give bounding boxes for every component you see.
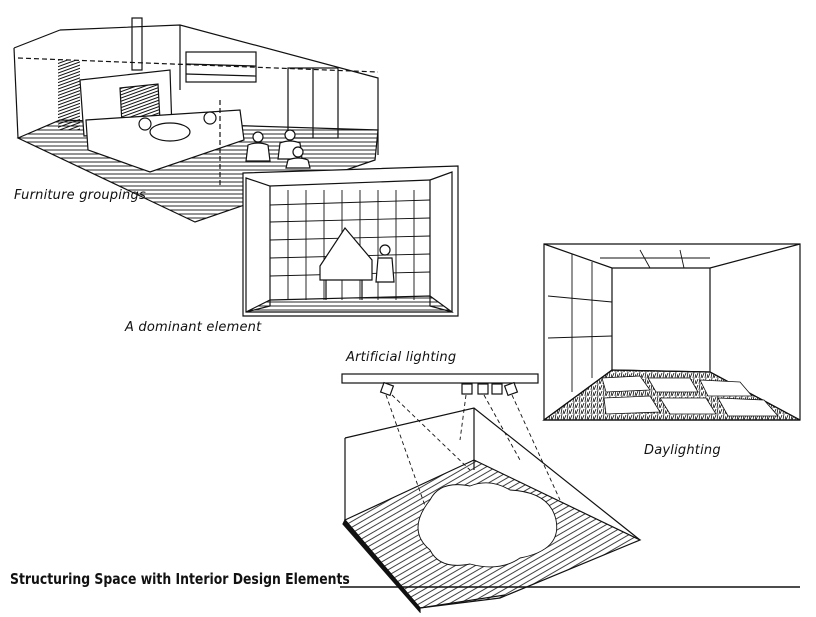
daylighting-sketch — [542, 243, 801, 421]
label-furniture-groupings: Furniture groupings — [14, 188, 146, 203]
dominant-element-sketch — [242, 165, 459, 317]
page-title: Structuring Space with Interior Design E… — [10, 570, 350, 588]
furniture-groupings-sketch — [13, 17, 379, 223]
label-artificial-lighting: Artificial lighting — [346, 350, 457, 365]
label-dominant-element: A dominant element — [125, 320, 262, 335]
label-daylighting: Daylighting — [644, 443, 721, 458]
artificial-lighting-sketch — [341, 373, 642, 614]
